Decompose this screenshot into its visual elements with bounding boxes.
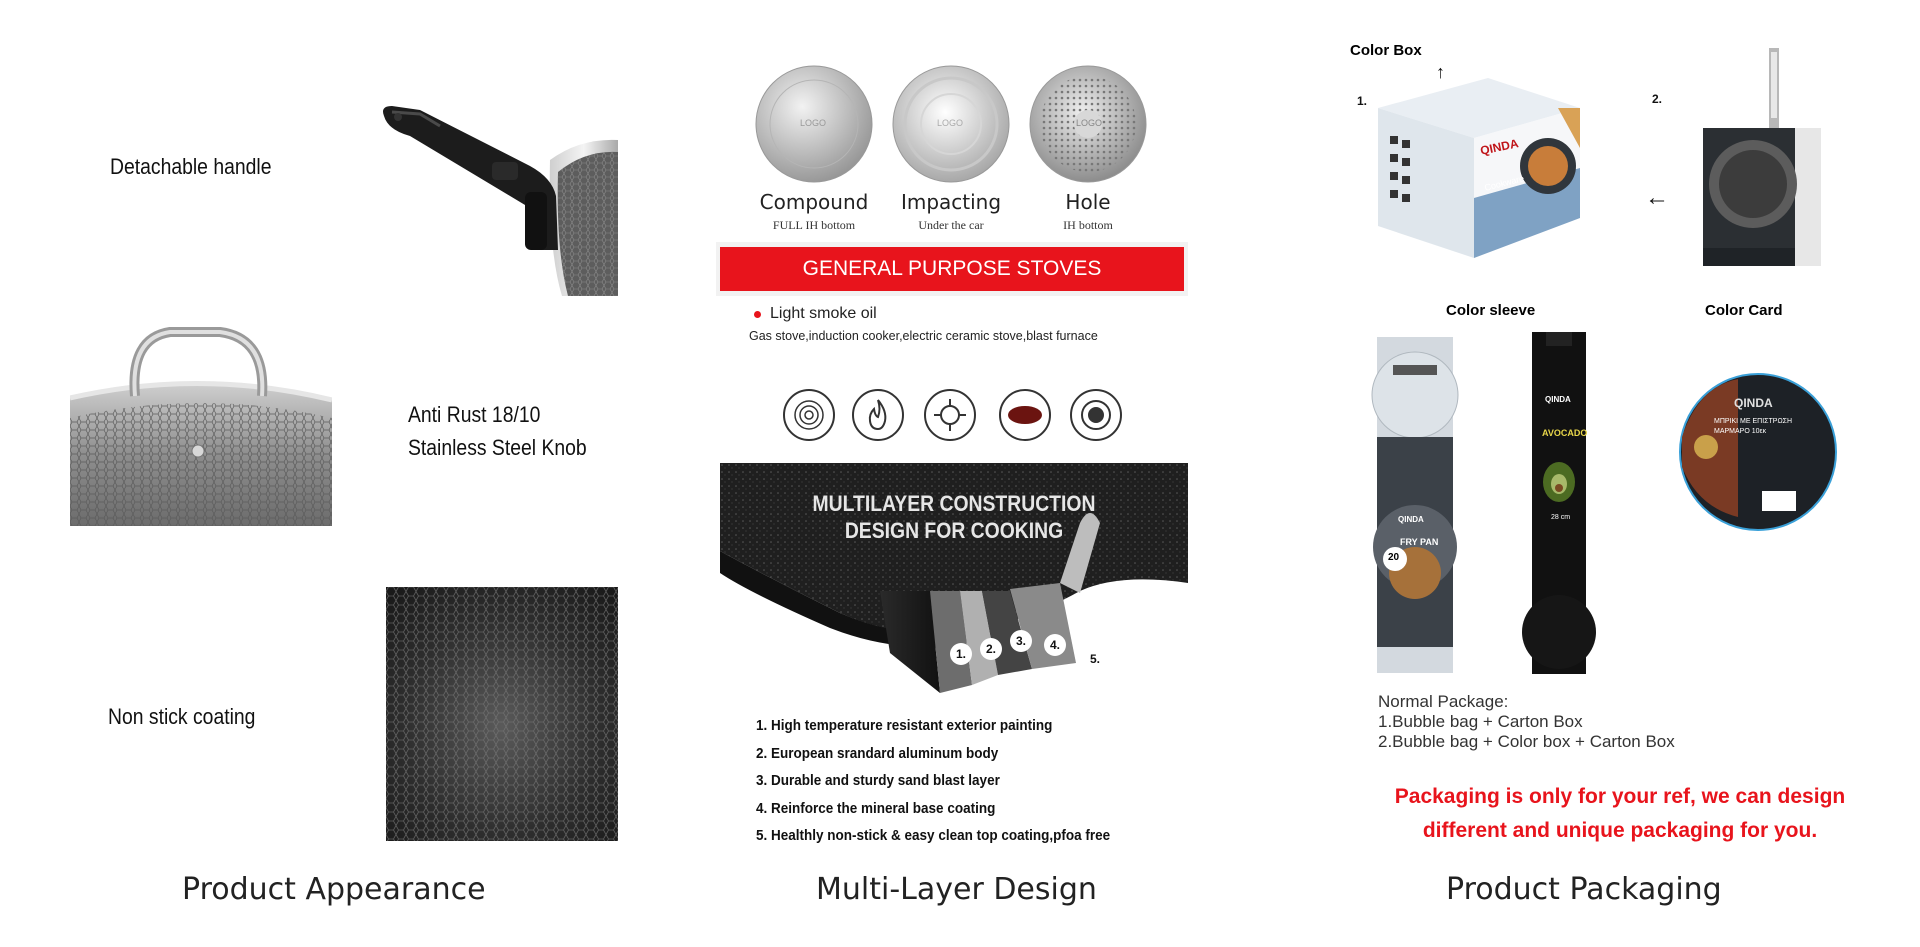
product-packaging-caption: Product Packaging (1446, 872, 1722, 907)
sleeve-brand-2: QINDA (1545, 395, 1571, 404)
product-appearance-caption: Product Appearance (182, 872, 486, 907)
impacting-logo: LOGO (937, 118, 964, 128)
color-sleeve-black-image (1518, 332, 1600, 679)
construction-title-line2: DESIGN FOR COOKING (844, 518, 1064, 543)
layer-item-5: 5. Healthly non-stick & easy clean top c… (756, 827, 1111, 844)
hole-title: Hole (1065, 190, 1111, 214)
left-arrow-icon: ← (1645, 184, 1669, 211)
impacting-subtitle: Under the car (918, 218, 984, 232)
gas-burner-icon (924, 389, 976, 441)
package-number-2: 2. (1652, 92, 1663, 106)
color-card-brand: QINDA (1734, 396, 1773, 410)
construction-title-line1: MULTILAYER CONSTRUCTION (812, 491, 1096, 516)
color-card-text-1: ΜΠΡΙΚΙ ΜΕ ΕΠΙΣΤΡΩΣΗ (1714, 418, 1793, 425)
general-purpose-stoves-banner: GENERAL PURPOSE STOVES (720, 247, 1184, 291)
compound-logo: LOGO (800, 118, 827, 128)
up-arrow-icon: ↑ (1436, 62, 1445, 82)
layer-item-3: 3. Durable and sturdy sand blast layer (756, 772, 1000, 789)
induction-coil-icon (783, 389, 835, 441)
layer-item-2: 2. European srandard aluminum body (756, 744, 999, 762)
compound-subtitle: FULL IH bottom (772, 218, 856, 232)
package-number-1: 1. (1357, 94, 1368, 108)
sleeve-fry-pan: FRY PAN (1400, 537, 1439, 547)
compound-title: Compound (759, 190, 869, 214)
ceramic-plate-icon (999, 389, 1051, 441)
impacting-title: Impacting (900, 190, 1002, 214)
package-option-1: 1.Bubble bag + Carton Box (1378, 712, 1583, 731)
color-sleeve-title: Color sleeve (1446, 302, 1536, 319)
light-smoke-oil-text: Light smoke oil (770, 305, 877, 322)
color-card-text-2: ΜΑΡΜΑΡΟ 10εκ (1714, 428, 1767, 435)
packaging-note: Packaging is only for your ref, we can d… (1350, 780, 1890, 848)
packaging-note-line1: Packaging is only for your ref, we can d… (1394, 785, 1846, 808)
layer-item-1: 1. High temperature resistant exterior p… (756, 717, 1053, 734)
packaging-note-line2: different and unique packaging for you. (1422, 819, 1818, 842)
detachable-handle-image (380, 100, 618, 296)
normal-package-text: Normal Package: 1.Bubble bag + Carton Bo… (1378, 692, 1675, 752)
sleeve-size: 20 (1388, 552, 1400, 563)
non-stick-label: Non stick coating (108, 704, 256, 729)
construction-title: MULTILAYER CONSTRUCTION DESIGN FOR COOKI… (748, 490, 1160, 544)
sleeve-cm: 28 cm (1551, 514, 1571, 521)
radiant-plate-icon (1070, 389, 1122, 441)
bullet-dot-icon (754, 311, 761, 318)
anti-rust-label-line2: Stainless Steel Knob (408, 435, 587, 460)
hole-bottom-image (1029, 65, 1147, 188)
color-box-title: Color Box (1350, 42, 1422, 59)
layer-marker-2: 2. (980, 638, 1002, 660)
non-stick-coating-image (386, 587, 618, 841)
color-card-title: Color Card (1705, 302, 1783, 319)
stainless-knob-lid-image (70, 318, 332, 526)
normal-package-heading: Normal Package: (1378, 692, 1509, 711)
anti-rust-label-line1: Anti Rust 18/10 (408, 402, 541, 427)
layer-marker-4: 4. (1044, 634, 1066, 656)
compound-bottom-image (755, 65, 873, 188)
stove-types-text: Gas stove,induction cooker,electric cera… (749, 329, 1098, 343)
layer-marker-3: 3. (1010, 630, 1032, 652)
hole-subtitle: IH bottom (1063, 218, 1113, 232)
sleeve-avocado: AVOCADO (1542, 428, 1588, 438)
sleeve-brand-1: QINDA (1398, 515, 1424, 524)
impacting-bottom-image (892, 65, 1010, 188)
layer-item-4: 4. Reinforce the mineral base coating (756, 799, 996, 817)
package-option-2: 2.Bubble bag + Color box + Carton Box (1378, 732, 1675, 751)
layer-list: 1. High temperature resistant exterior p… (756, 712, 1149, 850)
layer-marker-1: 1. (950, 643, 972, 665)
color-box-image (1378, 78, 1580, 263)
color-sleeve-grey-image (1371, 337, 1459, 678)
layer-marker-5: 5. (1084, 648, 1106, 670)
hole-logo: LOGO (1076, 118, 1103, 128)
flame-icon (852, 389, 904, 441)
detachable-handle-label: Detachable handle (110, 154, 272, 179)
pan-in-box-image (1695, 48, 1825, 275)
multi-layer-design-caption: Multi-Layer Design (816, 872, 1097, 907)
color-card-image (1678, 367, 1838, 542)
